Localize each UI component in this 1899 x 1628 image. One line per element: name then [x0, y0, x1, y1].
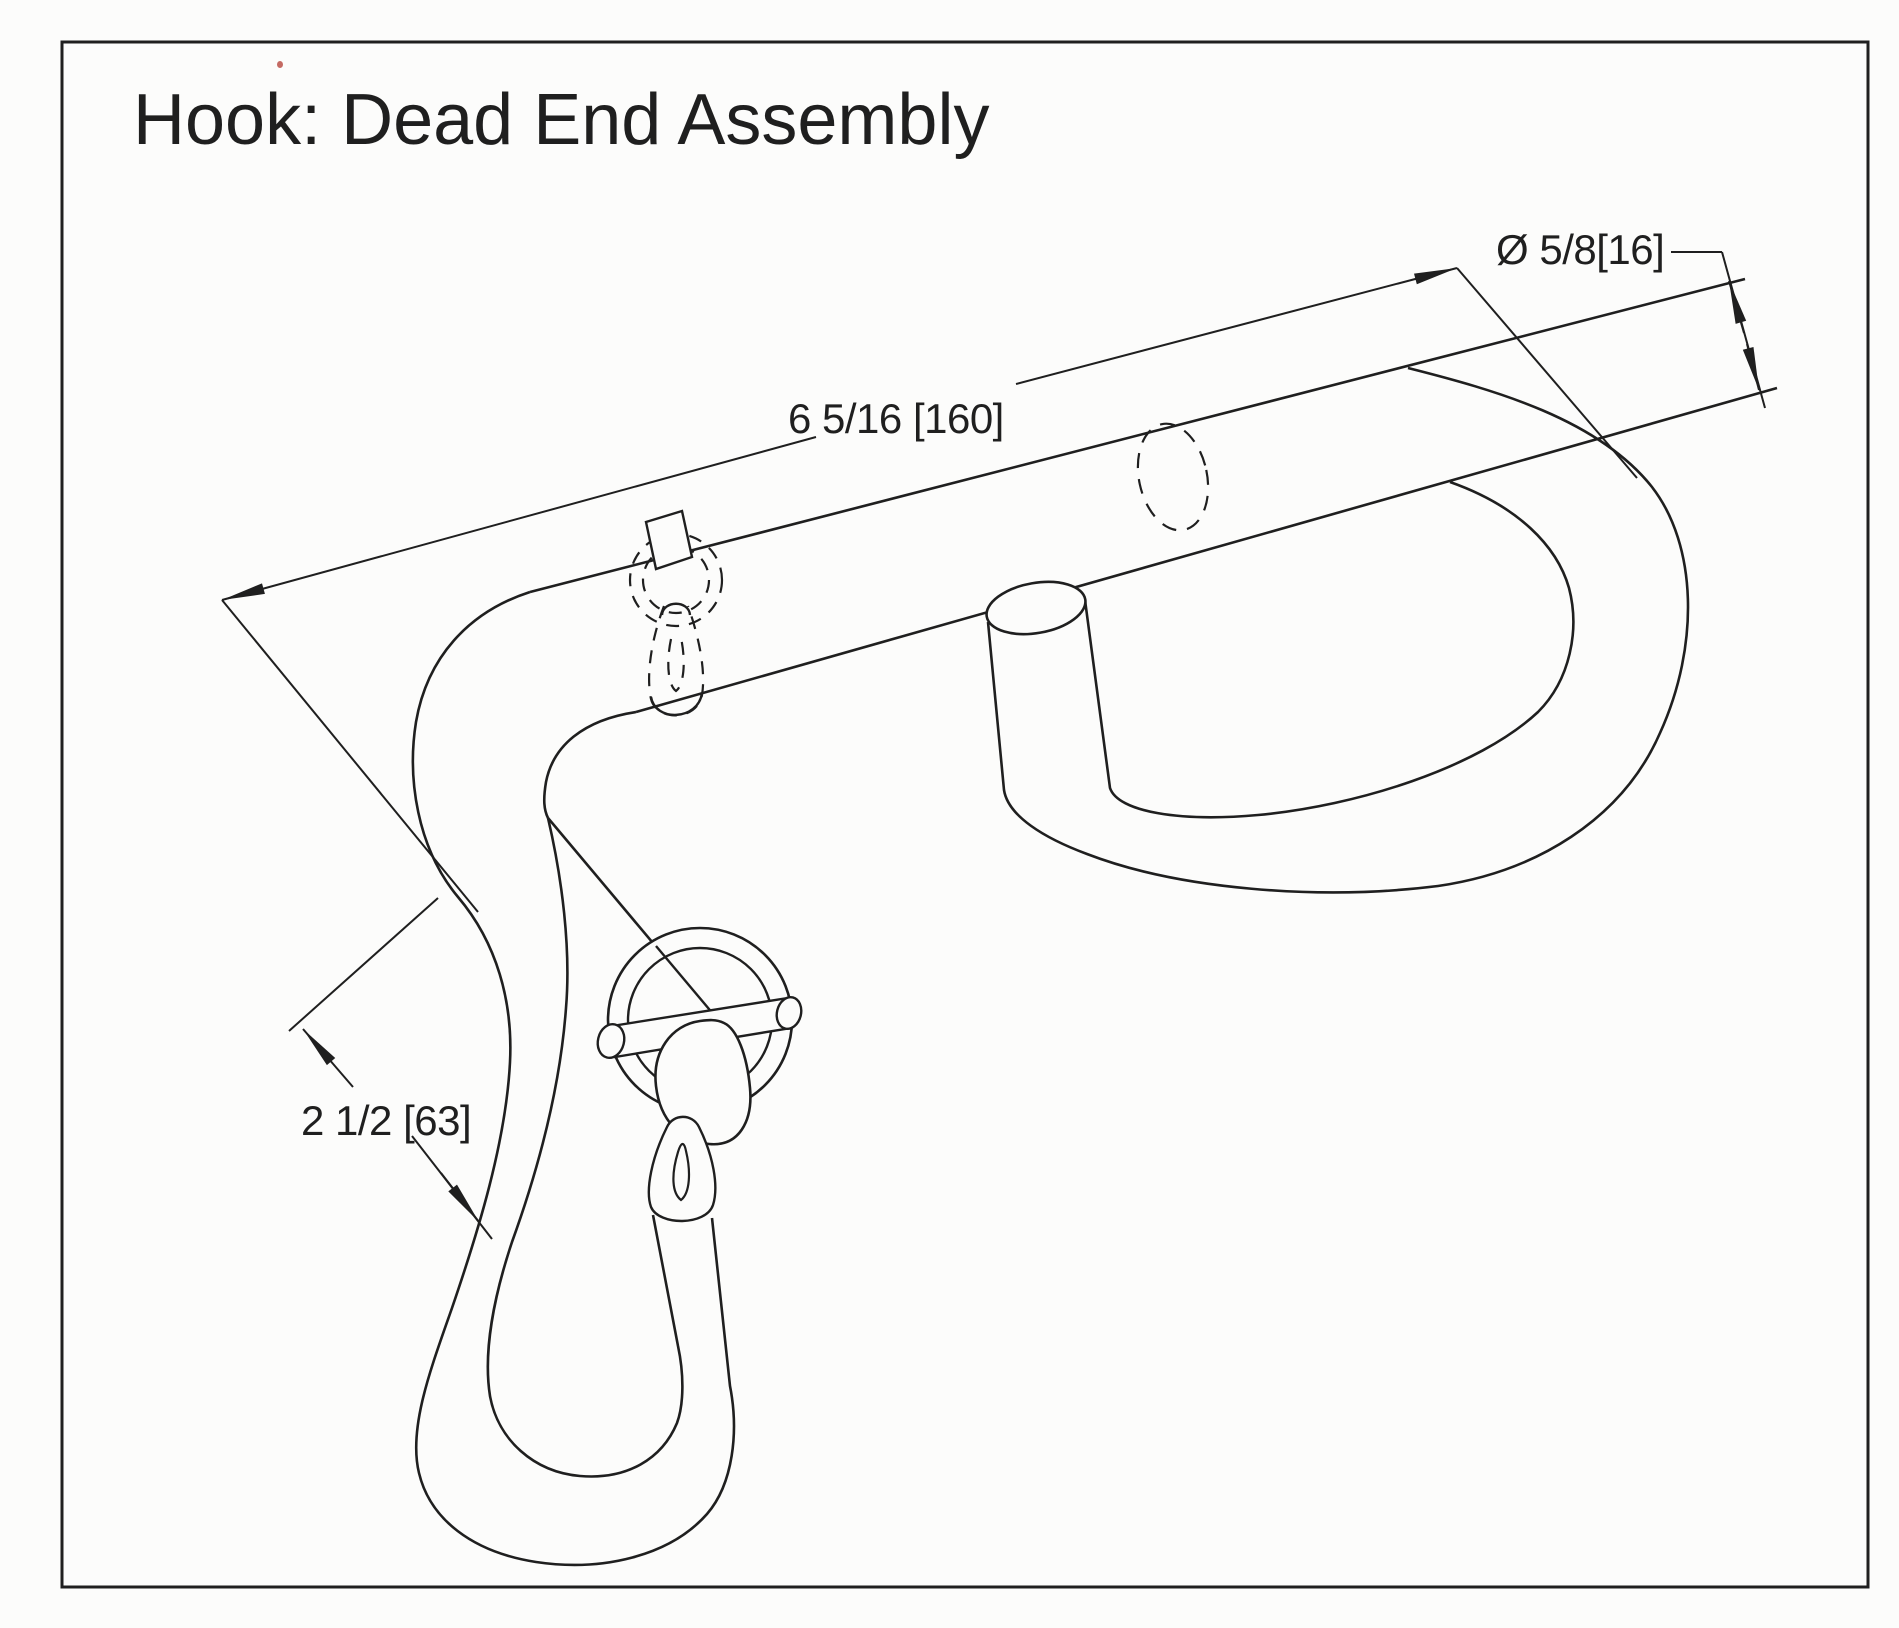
bowl-inner-curve — [486, 817, 684, 1478]
pin-right-end — [775, 996, 803, 1030]
length-dim-line-right — [1015, 267, 1458, 385]
hook-inner-curve — [1083, 480, 1575, 819]
offset-arrow-top — [302, 1028, 354, 1088]
sheet-border — [60, 40, 1870, 1589]
hidden-clip-slot — [667, 637, 685, 693]
offset-witness-top — [288, 897, 439, 1032]
diameter-arrow-bottom — [1742, 343, 1760, 391]
shaft-top-edge — [529, 277, 1746, 594]
pin-cap-ball — [654, 1018, 752, 1146]
length-witness-left — [221, 599, 479, 913]
bowl-outer-curve — [411, 590, 736, 1567]
ring-pin-assembly — [596, 926, 803, 1223]
hook-end-cap — [985, 580, 1087, 636]
length-witness-right — [1456, 267, 1638, 479]
offset-arrow-bottom — [440, 1172, 480, 1223]
clip-front-slot — [672, 1142, 691, 1202]
offset-dimension-label: 2 1/2 [63] — [301, 1097, 472, 1144]
diameter-arrow-top — [1728, 280, 1747, 334]
clip-bottom-loop — [649, 692, 704, 717]
hidden-clip-outline — [648, 605, 705, 717]
clip-visible-parts — [649, 602, 704, 717]
hook-outer-curve — [986, 366, 1690, 894]
length-dim-line-left — [221, 436, 817, 601]
scan-speck — [277, 61, 283, 68]
hook-bend — [985, 366, 1690, 894]
main-shaft — [529, 277, 1778, 714]
pin-left-end — [596, 1023, 626, 1059]
shank-and-bowl — [411, 590, 736, 1567]
diameter-dimension-label: Ø 5/8[16] — [1496, 226, 1665, 273]
hidden-hole-ellipse — [1136, 422, 1210, 532]
elbow-inner-curve — [542, 710, 637, 819]
dimension-lines — [221, 251, 1766, 1240]
shaft-bottom-edge — [635, 386, 1778, 714]
clip-top-bend — [660, 602, 692, 616]
pin-tab — [644, 509, 694, 571]
length-dimension-label: 6 5/16 [160] — [788, 395, 1004, 442]
hidden-ring-inner — [641, 545, 711, 615]
page-title: Hook: Dead End Assembly — [133, 80, 990, 160]
